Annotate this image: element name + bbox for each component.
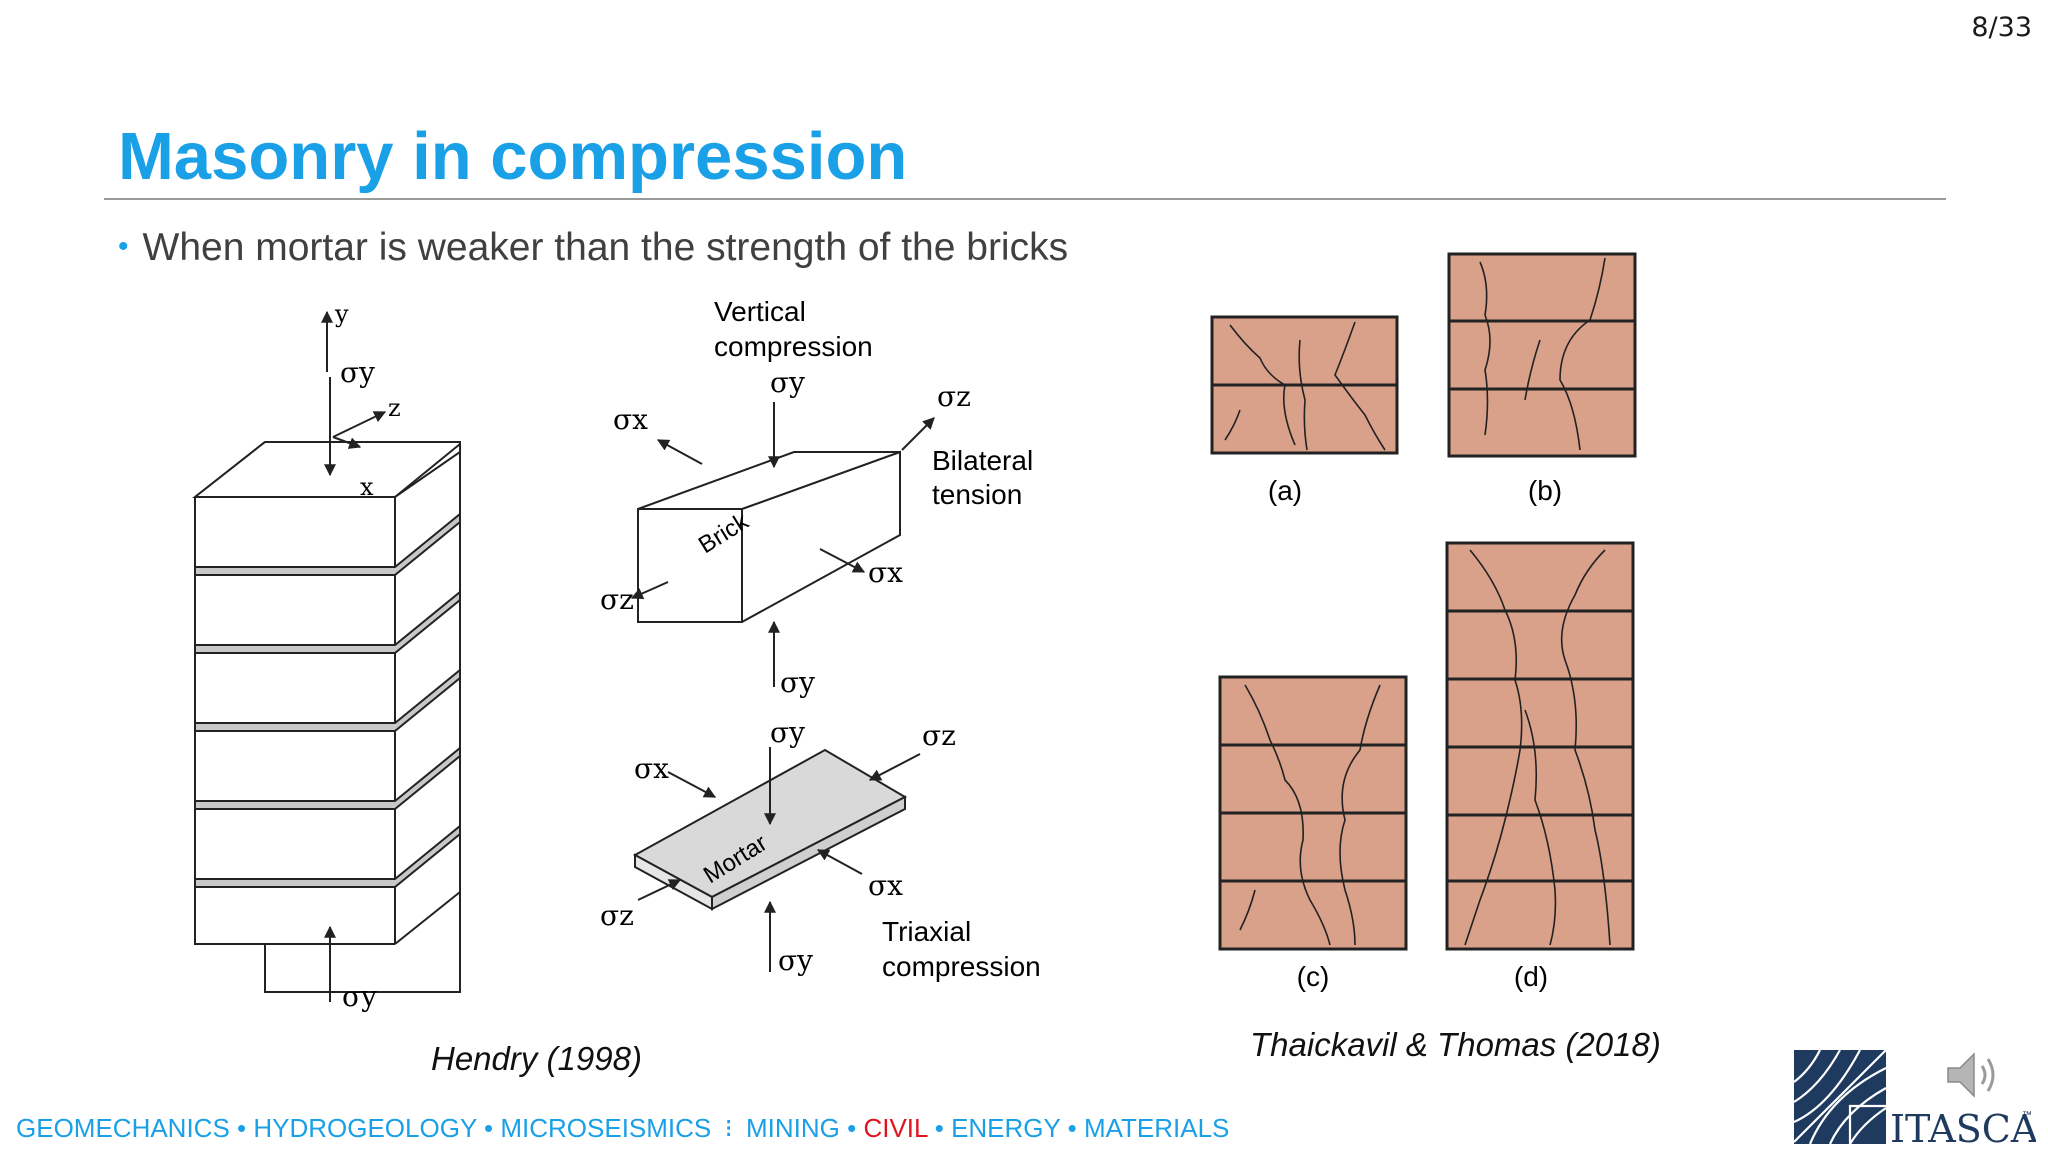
bullet-dot-icon: • (118, 230, 129, 263)
mortar-sigma-x-right-arrow (816, 849, 863, 875)
mortar-sigma-x-left: σx (634, 752, 669, 785)
thaickavil-figure: (a) (b) (c) (d) (1210, 252, 1637, 992)
logo-text: ITASCA (1890, 1107, 2036, 1146)
mortar-sigma-x-left-arrow (667, 771, 717, 798)
panel-label-c: (c) (1297, 961, 1330, 992)
footer-civil: CIVIL (863, 1113, 928, 1143)
itasca-logo: ITASCA ™ (1793, 1049, 2036, 1146)
specimen-d (1445, 541, 1635, 951)
footer-part2a: MINING • (746, 1113, 864, 1143)
caption-hendry: Hendry (1998) (431, 1040, 642, 1077)
mortar-sigma-z-left: σz (600, 899, 634, 932)
axis-x-label: x (360, 473, 374, 501)
footer-part1: GEOMECHANICS • HYDROGEOLOGY • MICROSEISM… (16, 1113, 712, 1143)
axes-triad (321, 310, 387, 477)
mortar-sigma-z-right-arrow (868, 753, 921, 781)
mortar-sigma-z-right: σz (922, 719, 956, 752)
mortar-sigma-x-right: σx (868, 869, 903, 902)
brick-sigma-z-left: σz (600, 583, 634, 616)
page-number: 8/33 (1971, 12, 2032, 43)
footer-part2b: • ENERGY • MATERIALS (927, 1113, 1230, 1143)
vertical-compression-label-1: Vertical (714, 296, 806, 327)
panel-label-d: (d) (1514, 961, 1548, 992)
axis-z-label: z (388, 394, 401, 422)
footer-tagline: GEOMECHANICS • HYDROGEOLOGY • MICROSEISM… (16, 1113, 1229, 1144)
masonry-prism (192, 441, 461, 993)
brick-sigma-y-bottom: σy (780, 666, 815, 699)
brick-sigma-x-left-arrow (656, 439, 703, 465)
brick-sigma-x-right: σx (868, 556, 903, 589)
brick-element (637, 450, 901, 623)
brick-sigma-z-left-arrow (630, 581, 669, 600)
logo-tm: ™ (2022, 1110, 2032, 1121)
brick-sigma-z-right: σz (937, 380, 971, 413)
sigma-y-bottom-label: σy (342, 980, 377, 1013)
title-divider (104, 198, 1946, 200)
mortar-sigma-z-left-arrow (637, 879, 682, 901)
sigma-y-top-label: σy (340, 356, 375, 389)
triaxial-label-2: compression (882, 951, 1041, 982)
brick-sigma-y-top: σy (770, 366, 805, 399)
panel-label-b: (b) (1528, 475, 1562, 506)
bilateral-label-1: Bilateral (932, 445, 1033, 476)
brick-sigma-x-right-arrow (819, 548, 866, 573)
brick-sigma-x-left: σx (613, 403, 648, 436)
specimen-c (1218, 675, 1408, 951)
footer-separator: ⁝ (724, 1113, 733, 1143)
bullet-text: When mortar is weaker than the strength … (142, 226, 1069, 269)
caption-thaickavil: Thaickavil & Thomas (2018) (1250, 1026, 1661, 1063)
mortar-sigma-y-top: σy (770, 716, 805, 749)
vertical-compression-label-2: compression (714, 331, 873, 362)
axis-y-label: y (334, 300, 349, 328)
bilateral-label-2: tension (932, 479, 1022, 510)
panel-label-a: (a) (1268, 475, 1302, 506)
hendry-figure: y z x σy σy Brick Vertical compression σ… (192, 296, 1041, 1013)
bullet-item: • When mortar is weaker than the strength… (118, 226, 1068, 270)
speaker-icon[interactable] (1944, 1046, 2004, 1104)
specimen-b (1447, 252, 1637, 458)
mortar-sigma-y-bottom: σy (778, 944, 813, 977)
specimen-a (1210, 315, 1399, 455)
slide-title: Masonry in compression (118, 119, 908, 194)
triaxial-label-1: Triaxial (882, 916, 971, 947)
brick-sigma-z-right-arrow (901, 417, 935, 451)
